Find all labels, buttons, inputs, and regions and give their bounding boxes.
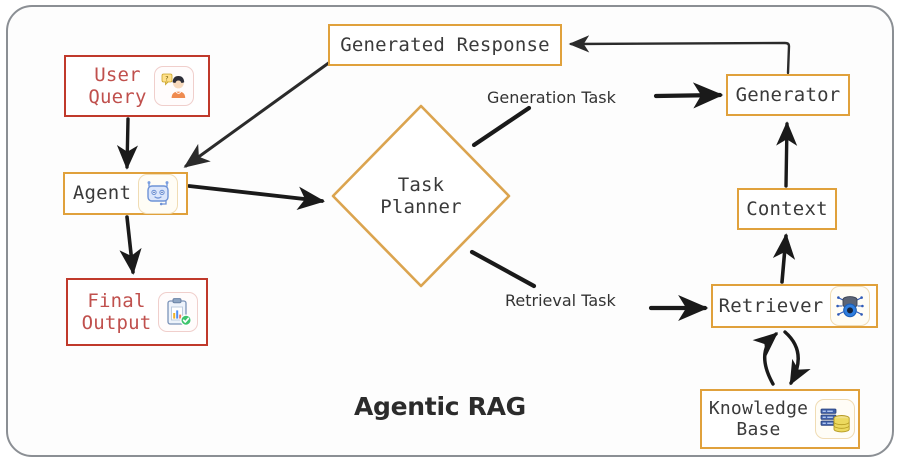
node-context[interactable]: Context xyxy=(737,188,837,230)
node-context-label: Context xyxy=(746,197,828,220)
svg-text:?: ? xyxy=(165,75,168,82)
node-final-output[interactable]: Final Output xyxy=(66,278,208,346)
node-task-planner[interactable]: Task Planner xyxy=(330,103,512,289)
node-knowledge-base-label: Knowledge Base xyxy=(708,397,809,440)
edge-label-generation-task: Generation Task xyxy=(487,88,616,107)
node-user-query-label: User Query xyxy=(88,63,147,108)
node-final-output-label: Final Output xyxy=(81,289,152,334)
node-generated-response[interactable]: Generated Response xyxy=(328,24,562,66)
node-generated-response-label: Generated Response xyxy=(340,33,550,56)
node-user-query[interactable]: User Query ? xyxy=(64,55,210,117)
user-question-icon: ? xyxy=(153,66,194,106)
node-task-planner-label: Task Planner xyxy=(380,173,462,218)
node-knowledge-base[interactable]: Knowledge Base xyxy=(700,389,860,449)
node-agent-label: Agent xyxy=(72,182,132,205)
robot-icon xyxy=(138,173,179,214)
node-retriever-label: Retriever xyxy=(718,294,824,317)
edge-label-retrieval-task: Retrieval Task xyxy=(505,291,616,310)
node-agent[interactable]: Agent xyxy=(63,172,188,215)
node-generator[interactable]: Generator xyxy=(726,74,850,116)
node-generator-label: Generator xyxy=(735,83,841,106)
diamond-shape xyxy=(331,104,511,288)
clipboard-check-icon xyxy=(158,292,199,332)
vector-database-icon xyxy=(830,286,871,326)
server-database-icon xyxy=(815,399,856,439)
diagram-title: Agentic RAG xyxy=(354,392,526,421)
node-retriever[interactable]: Retriever xyxy=(711,284,878,328)
